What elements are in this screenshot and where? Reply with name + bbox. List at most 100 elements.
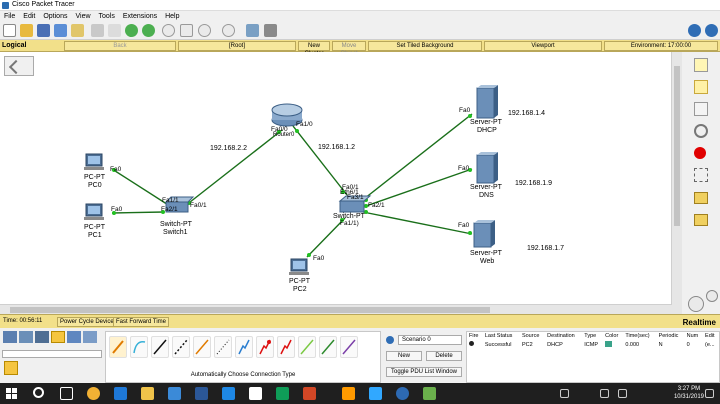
connections-category-icon[interactable] xyxy=(51,331,65,343)
horizontal-scrollbar[interactable] xyxy=(0,304,672,314)
menu-edit[interactable]: Edit xyxy=(23,13,36,20)
scenario-info-icon[interactable] xyxy=(386,336,394,344)
device-type-field[interactable] xyxy=(2,350,102,358)
vertical-scroll-thumb[interactable] xyxy=(674,66,680,226)
packet-tracer-icon[interactable] xyxy=(396,387,409,400)
wireless-category-icon[interactable] xyxy=(83,331,97,343)
delete-tool-icon[interactable] xyxy=(694,102,708,116)
menu-tools[interactable]: Tools xyxy=(98,13,115,20)
environment-button[interactable]: Environment: 17:00:00 xyxy=(604,41,718,51)
draw-ellipse-icon[interactable] xyxy=(694,147,706,159)
open-folder-icon[interactable] xyxy=(20,24,33,37)
photoshop-icon[interactable] xyxy=(369,387,382,400)
volume-icon[interactable] xyxy=(618,389,627,398)
menu-view[interactable]: View xyxy=(75,13,91,20)
zoom-out-icon[interactable] xyxy=(198,24,211,37)
paste-icon[interactable] xyxy=(108,24,121,37)
edit-cell[interactable]: (e... xyxy=(705,341,715,348)
phone-cable-icon[interactable] xyxy=(214,336,232,358)
zoom-in-icon[interactable] xyxy=(162,24,175,37)
usb-cable-icon[interactable] xyxy=(340,336,358,358)
fire-cell[interactable] xyxy=(467,340,483,349)
hubs-category-icon[interactable] xyxy=(35,331,49,343)
switches-category-icon[interactable] xyxy=(19,331,33,343)
iot-cable-icon[interactable] xyxy=(319,336,337,358)
routers-category-icon[interactable] xyxy=(3,331,17,343)
info-icon[interactable] xyxy=(688,24,701,37)
powerpoint-icon[interactable] xyxy=(303,387,316,400)
simulation-mode-icon[interactable] xyxy=(706,290,718,302)
vertical-scrollbar[interactable] xyxy=(672,52,682,314)
task-view-icon[interactable] xyxy=(60,387,73,400)
activity-wizard-icon[interactable] xyxy=(71,24,84,37)
serial-dte-cable-icon[interactable] xyxy=(277,336,295,358)
crossover-cable-icon[interactable] xyxy=(172,336,190,358)
delete-scenario-button[interactable]: Delete xyxy=(426,351,462,361)
realtime-clock-icon[interactable] xyxy=(688,296,704,312)
auto-cable-icon[interactable] xyxy=(109,336,127,358)
menu-file[interactable]: File xyxy=(4,13,16,20)
print-icon[interactable] xyxy=(54,24,67,37)
console-cable-icon[interactable] xyxy=(130,336,148,358)
viewport-button[interactable]: Viewport xyxy=(484,41,602,51)
zoom-reset-icon[interactable] xyxy=(222,24,235,37)
set-tiled-background-button[interactable]: Set Tiled Background xyxy=(368,41,482,51)
menu-extensions[interactable]: Extensions xyxy=(122,13,158,20)
table-row[interactable]: Successful PC2 DHCP ICMP 0.000 N 0 (e... xyxy=(467,340,719,349)
store-icon[interactable] xyxy=(168,387,181,400)
fast-forward-button[interactable]: Fast Forward Time xyxy=(113,317,170,327)
new-scenario-button[interactable]: New xyxy=(386,351,422,361)
selected-connection-icon[interactable] xyxy=(4,361,18,375)
copy-icon[interactable] xyxy=(91,24,104,37)
redo-icon[interactable] xyxy=(142,24,155,37)
horizontal-scroll-thumb[interactable] xyxy=(10,307,490,313)
fiber-cable-icon[interactable] xyxy=(193,336,211,358)
serial-dce-cable-icon[interactable] xyxy=(256,336,274,358)
people-icon[interactable] xyxy=(560,389,569,398)
help-icon[interactable] xyxy=(705,24,718,37)
select-tool-icon[interactable] xyxy=(694,58,708,72)
toggle-pdu-list-button[interactable]: Toggle PDU List Window xyxy=(386,367,462,377)
save-icon[interactable] xyxy=(37,24,50,37)
camtasia-icon[interactable] xyxy=(423,387,436,400)
straight-through-cable-icon[interactable] xyxy=(151,336,169,358)
end-devices-category-icon[interactable] xyxy=(67,331,81,343)
back-button[interactable]: Back xyxy=(64,41,176,51)
fire-icon[interactable] xyxy=(469,341,474,346)
file-explorer-icon[interactable] xyxy=(141,387,154,400)
illustrator-icon[interactable] xyxy=(342,387,355,400)
custom-device-icon[interactable] xyxy=(246,24,259,37)
move-object-button[interactable]: Move Object xyxy=(332,41,366,57)
network-info-icon[interactable] xyxy=(264,24,277,37)
scenario-select[interactable]: Scenario 0 xyxy=(398,335,462,345)
windows-taskbar: 3:27 PM 10/31/2019 xyxy=(0,383,720,404)
power-cycle-button[interactable]: Power Cycle Devices xyxy=(57,317,120,327)
root-button[interactable]: [Root] xyxy=(178,41,296,51)
add-complex-pdu-icon[interactable] xyxy=(694,214,708,226)
undo-icon[interactable] xyxy=(125,24,138,37)
add-simple-pdu-icon[interactable] xyxy=(694,192,708,204)
taskbar-clock[interactable]: 3:27 PM 10/31/2019 xyxy=(674,385,704,401)
word-icon[interactable] xyxy=(195,387,208,400)
mail-icon[interactable] xyxy=(222,387,235,400)
menu-options[interactable]: Options xyxy=(43,13,68,20)
navigation-panel[interactable] xyxy=(4,56,34,76)
new-file-icon[interactable] xyxy=(3,24,16,37)
octal-cable-icon[interactable] xyxy=(298,336,316,358)
new-cluster-button[interactable]: New Cluster xyxy=(298,41,330,57)
windows-start-icon[interactable] xyxy=(5,387,18,400)
coaxial-cable-icon[interactable] xyxy=(235,336,253,358)
excel-icon[interactable] xyxy=(276,387,289,400)
menu-help[interactable]: Help xyxy=(165,13,180,20)
draw-palette-icon[interactable] xyxy=(180,24,193,37)
search-icon[interactable] xyxy=(33,387,44,398)
chrome-icon[interactable] xyxy=(87,387,100,400)
notification-icon[interactable] xyxy=(705,389,714,398)
inspect-tool-icon[interactable] xyxy=(694,124,708,138)
resize-shape-icon[interactable] xyxy=(694,168,708,182)
logical-workspace[interactable]: Fa0 PC-PT PC0 Fa0 PC-PT PC1 Fa1/1 Fa2/1 … xyxy=(0,52,672,314)
note-tool-icon[interactable] xyxy=(694,80,708,94)
calendar-icon[interactable] xyxy=(249,387,262,400)
edge-icon[interactable] xyxy=(114,387,127,400)
network-icon[interactable] xyxy=(600,389,609,398)
